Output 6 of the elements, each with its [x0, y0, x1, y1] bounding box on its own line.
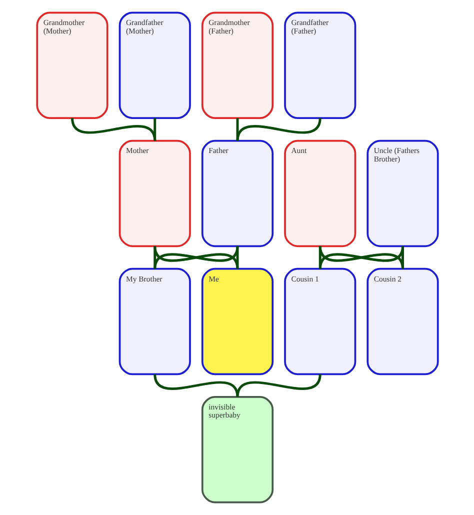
connector [318, 246, 404, 270]
connector [236, 246, 238, 269]
connector [401, 246, 404, 269]
connector [153, 246, 238, 270]
connector [153, 118, 156, 141]
connector [153, 246, 156, 269]
